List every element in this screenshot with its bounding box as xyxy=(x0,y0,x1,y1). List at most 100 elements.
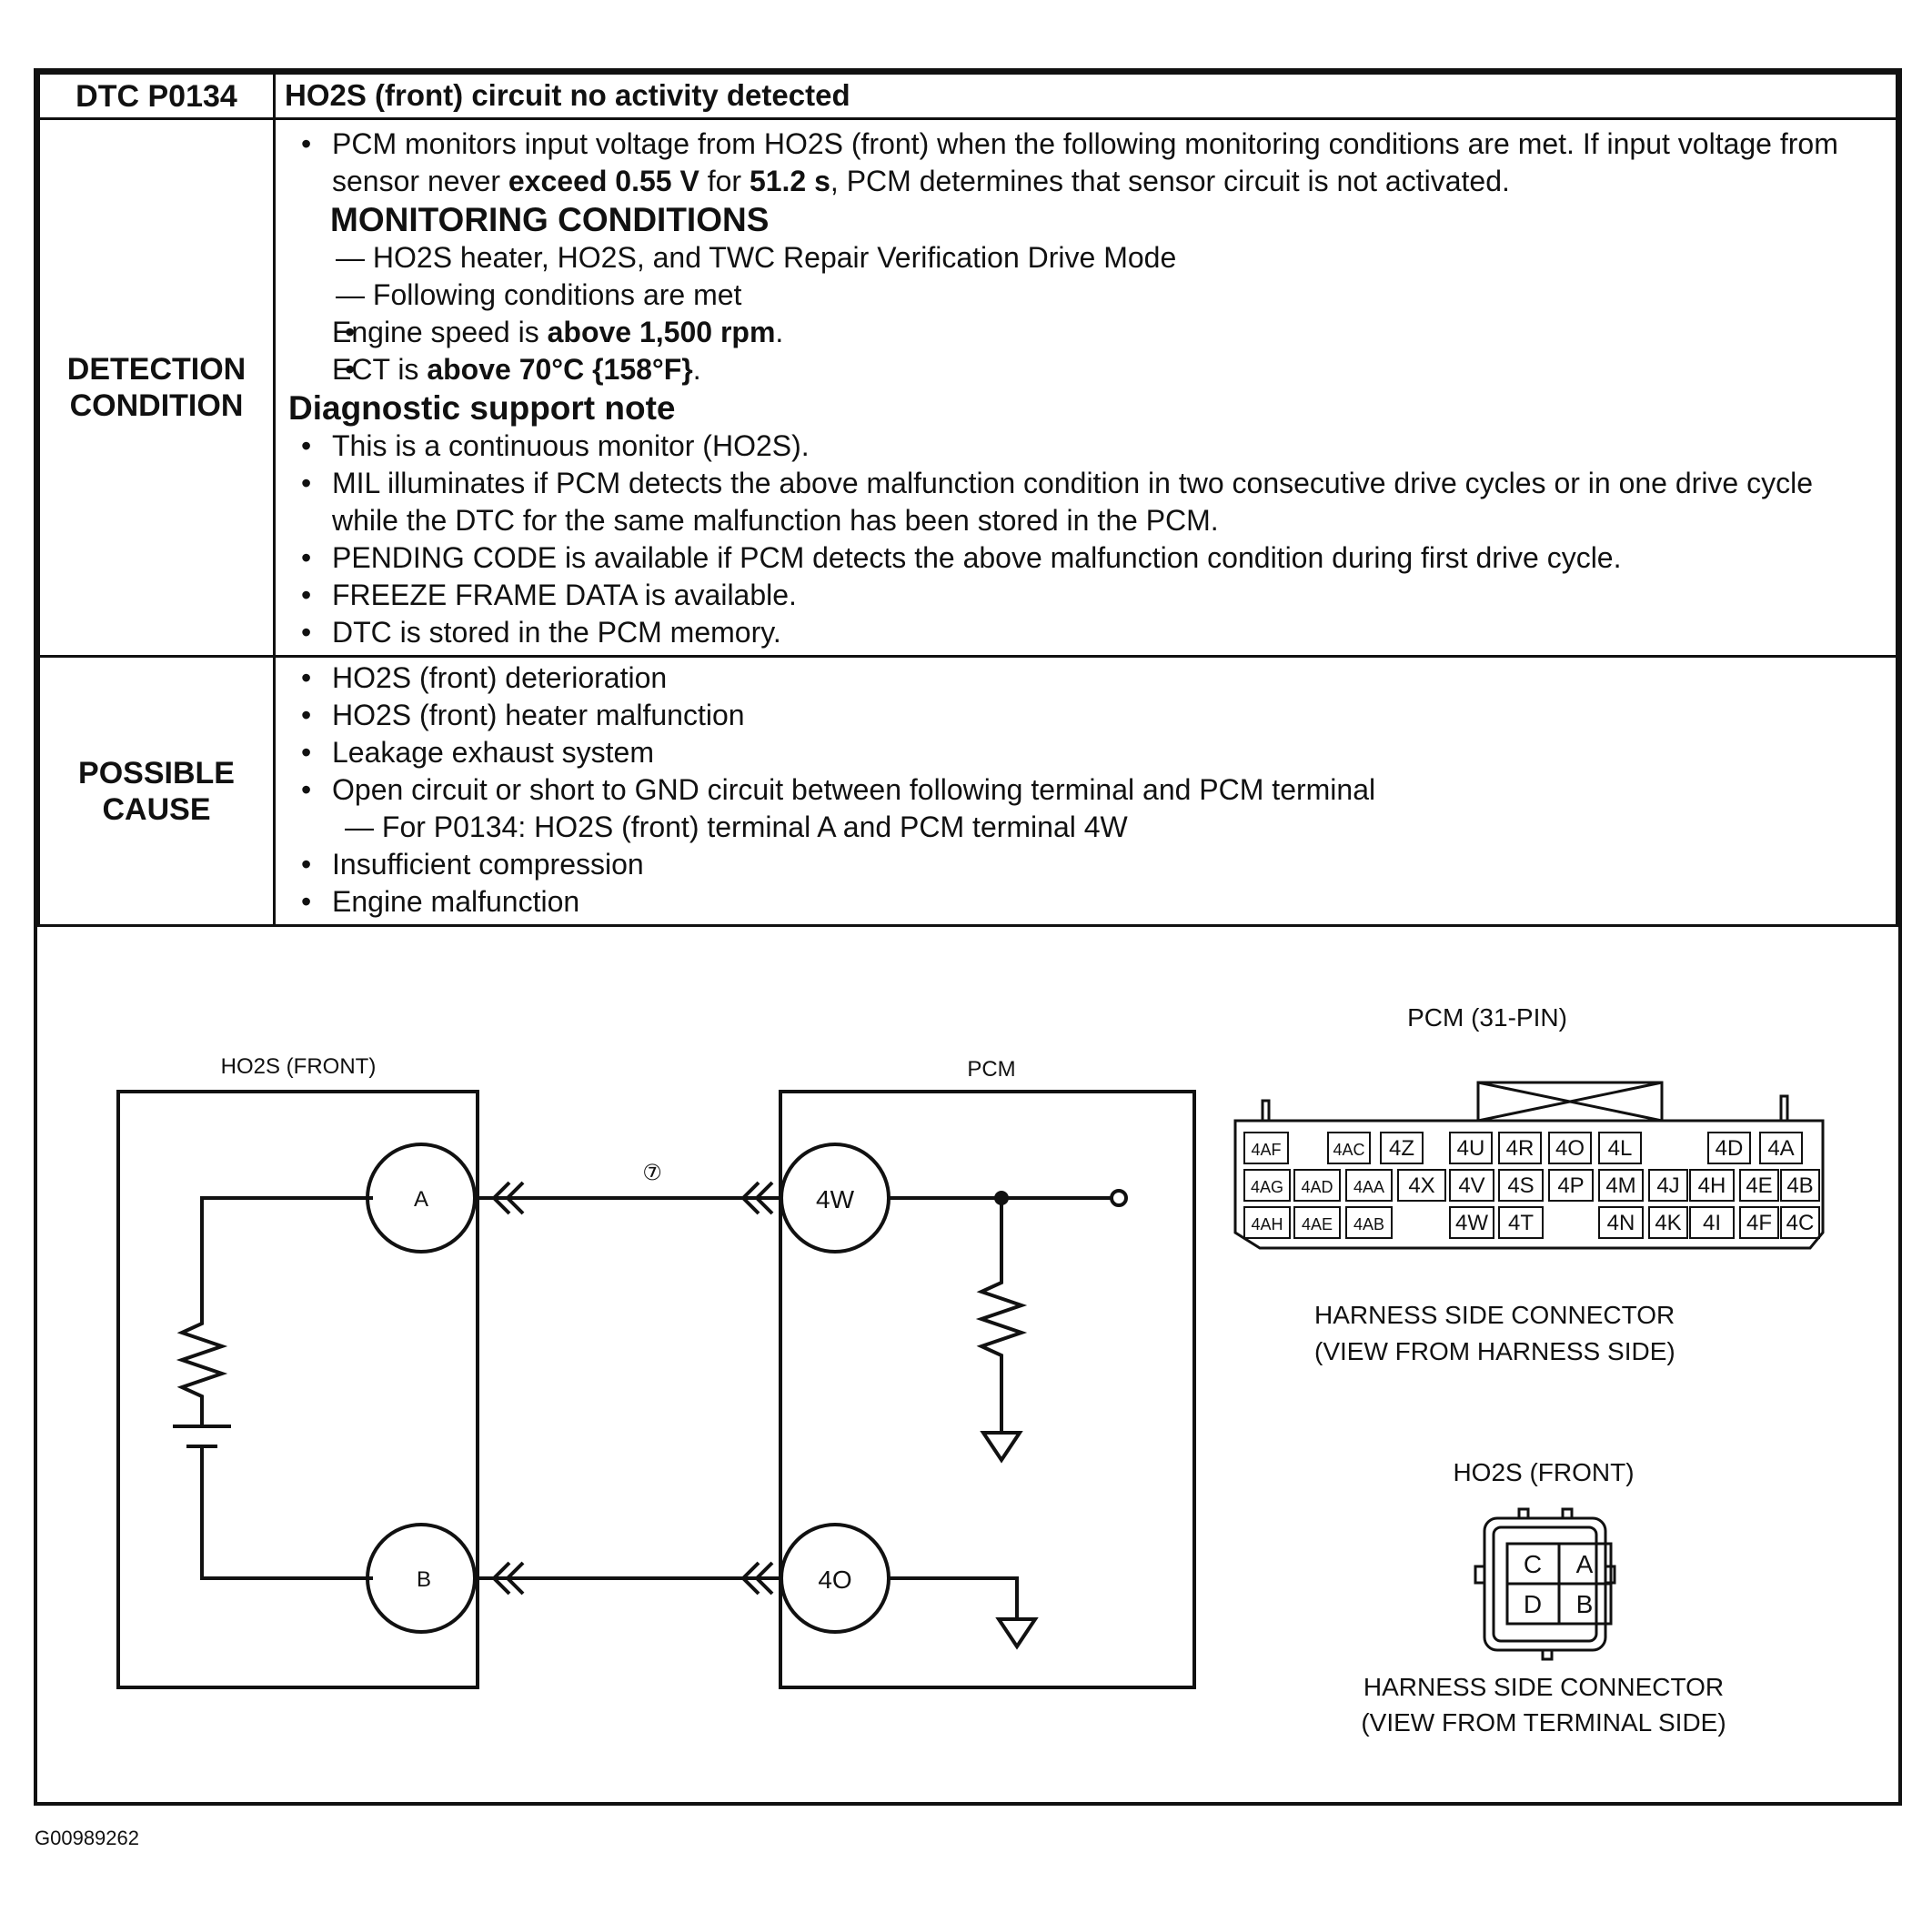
dtc-code: DTC P0134 xyxy=(75,78,237,114)
ho2s-pin-label: A xyxy=(1576,1550,1594,1578)
pcm-pin-box xyxy=(1707,1132,1751,1164)
pcm-pin-label: 4F xyxy=(1746,1211,1772,1235)
connector-chevron xyxy=(740,1181,774,1215)
pin-4w-label: 4W xyxy=(816,1185,855,1213)
pcm-pin-box xyxy=(1397,1169,1446,1202)
pcm-pin-box xyxy=(1345,1169,1393,1202)
pcm-pin-label: 4A xyxy=(1767,1136,1794,1161)
intro-duration: 51.2 s xyxy=(749,165,830,197)
condition-engine-speed: Engine speed is above 1,500 rpm. xyxy=(288,314,1885,351)
cause-item: Engine malfunction xyxy=(288,883,1885,921)
pcm-connector-drawing xyxy=(1233,1081,1825,1250)
monitoring-heading: MONITORING CONDITIONS xyxy=(330,201,770,238)
pcm-pin-box xyxy=(1548,1169,1594,1202)
pcm-pin-label: 4P xyxy=(1557,1173,1584,1198)
pcm-connector-caption1: HARNESS SIDE CONNECTOR xyxy=(1314,1301,1675,1329)
pin-a-label: A xyxy=(414,1187,428,1212)
pcm-pull-resistor xyxy=(975,1198,1028,1433)
pcm-pin-label: 4E xyxy=(1746,1173,1772,1198)
detection-label-line2: CONDITION xyxy=(69,388,244,423)
pcm-connector-body xyxy=(1233,1119,1825,1250)
pcm-pin-box xyxy=(1498,1169,1544,1202)
pcm-box xyxy=(779,1090,1196,1689)
pcm-pin-label: 4U xyxy=(1457,1136,1485,1161)
detection-label-line1: DETECTION xyxy=(66,352,247,387)
cause-label-cell: POSSIBLE CAUSE xyxy=(37,655,276,927)
pcm-pin-box xyxy=(1345,1206,1393,1239)
pcm-pin-label: 4R xyxy=(1506,1136,1535,1161)
pcm-pin-box xyxy=(1293,1206,1341,1239)
ho2s-pin-label: C xyxy=(1524,1550,1542,1578)
pcm-pin-box xyxy=(1449,1169,1494,1202)
pcm-pin-box xyxy=(1598,1206,1644,1239)
pcm-pin-label: 4B xyxy=(1786,1173,1813,1198)
pcm-pin-label: 4AB xyxy=(1353,1215,1384,1233)
cause-item: Open circuit or short to GND circuit bet… xyxy=(288,771,1885,809)
pcm-connector-caption2: (VIEW FROM HARNESS SIDE) xyxy=(1314,1337,1675,1365)
support-note: MIL illuminates if PCM detects the above… xyxy=(288,465,1885,539)
pcm-pin-label: 4T xyxy=(1508,1211,1534,1235)
pcm-pin-box xyxy=(1648,1206,1688,1239)
pin-b-label: B xyxy=(417,1567,431,1592)
cause-item: HO2S (front) deterioration xyxy=(288,659,1885,697)
pcm-pin-box xyxy=(1689,1206,1735,1239)
cause-label-line1: POSSIBLE xyxy=(78,755,235,790)
pcm-ground-path xyxy=(889,1576,1019,1619)
cond2-end: . xyxy=(692,353,701,386)
pcm-pin-box xyxy=(1548,1132,1592,1164)
ground-symbol xyxy=(995,1617,1039,1650)
ground-symbol xyxy=(980,1431,1023,1464)
cause-label-line2: CAUSE xyxy=(102,791,211,827)
cause-sub-item: — For P0134: HO2S (front) terminal A and… xyxy=(345,811,1128,843)
ho2s-connector-caption2: (VIEW FROM TERMINAL SIDE) xyxy=(1361,1708,1726,1737)
detection-intro: PCM monitors input voltage from HO2S (fr… xyxy=(288,126,1885,200)
cond1-text: Engine speed is xyxy=(332,316,548,348)
pcm-pin-label: 4AG xyxy=(1251,1178,1283,1196)
sensor-box xyxy=(116,1090,479,1689)
pcm-pin-label: 4V xyxy=(1458,1173,1484,1198)
support-note: FREEZE FRAME DATA is available. xyxy=(288,577,1885,614)
pcm-pin-label: 4X xyxy=(1408,1173,1434,1198)
ho2s-connector-tab xyxy=(1541,1648,1554,1661)
cond1-value: above 1,500 rpm xyxy=(547,316,776,348)
pcm-title: PCM xyxy=(967,1057,1015,1082)
support-note: This is a continuous monitor (HO2S). xyxy=(288,428,1885,465)
monitoring-condition-1: — HO2S heater, HO2S, and TWC Repair Veri… xyxy=(336,241,1177,274)
ho2s-connector-drawing xyxy=(1474,1507,1616,1661)
pcm-pin-box xyxy=(1739,1206,1779,1239)
pcm-pin-label: 4L xyxy=(1608,1136,1633,1161)
sensor-ground-path xyxy=(200,1446,373,1580)
ho2s-connector-title: HO2S (FRONT) xyxy=(1453,1458,1634,1486)
pcm-pin-label: 4AD xyxy=(1301,1178,1333,1196)
intro-text-c: for xyxy=(699,165,750,197)
pcm-pin-box xyxy=(1598,1169,1644,1202)
detection-body: PCM monitors input voltage from HO2S (fr… xyxy=(273,117,1898,658)
cause-item: Insufficient compression xyxy=(288,846,1885,883)
dtc-title: HO2S (front) circuit no activity detecte… xyxy=(285,78,850,112)
sensor-title: HO2S (FRONT) xyxy=(221,1054,377,1079)
ho2s-connector-caption1: HARNESS SIDE CONNECTOR xyxy=(1363,1673,1724,1701)
pcm-pin-box xyxy=(1449,1132,1493,1164)
pcm-pin-label: 4D xyxy=(1716,1136,1744,1161)
cause-item: HO2S (front) heater malfunction xyxy=(288,697,1885,734)
pcm-pin-label: 4C xyxy=(1786,1211,1815,1235)
pcm-connector-peg xyxy=(1261,1099,1271,1123)
figure-id: G00989262 xyxy=(35,1827,139,1849)
cause-body: HO2S (front) deterioration HO2S (front) … xyxy=(273,655,1898,927)
connector-chevron xyxy=(491,1181,525,1215)
pcm-pin-label: 4M xyxy=(1605,1173,1635,1198)
pcm-terminal-open xyxy=(1110,1189,1128,1207)
ho2s-pin-label: D xyxy=(1524,1590,1542,1618)
monitoring-condition-2: — Following conditions are met xyxy=(336,278,742,311)
pcm-pin-label: 4AE xyxy=(1302,1215,1333,1233)
pcm-pin-label: 4N xyxy=(1607,1211,1635,1235)
condition-ect: ECT is above 70°C {158°F}. xyxy=(288,351,1885,388)
dtc-sheet: DTC P0134 HO2S (front) circuit no activi… xyxy=(34,68,1902,1806)
dtc-title-cell: HO2S (front) circuit no activity detecte… xyxy=(273,72,1898,120)
intro-threshold: exceed 0.55 V xyxy=(508,165,699,197)
pcm-pin-box xyxy=(1327,1132,1371,1164)
intro-text-e: , PCM determines that sensor circuit is … xyxy=(830,165,1510,197)
pcm-pin-label: 4AF xyxy=(1251,1141,1281,1159)
cond1-end: . xyxy=(775,316,784,348)
